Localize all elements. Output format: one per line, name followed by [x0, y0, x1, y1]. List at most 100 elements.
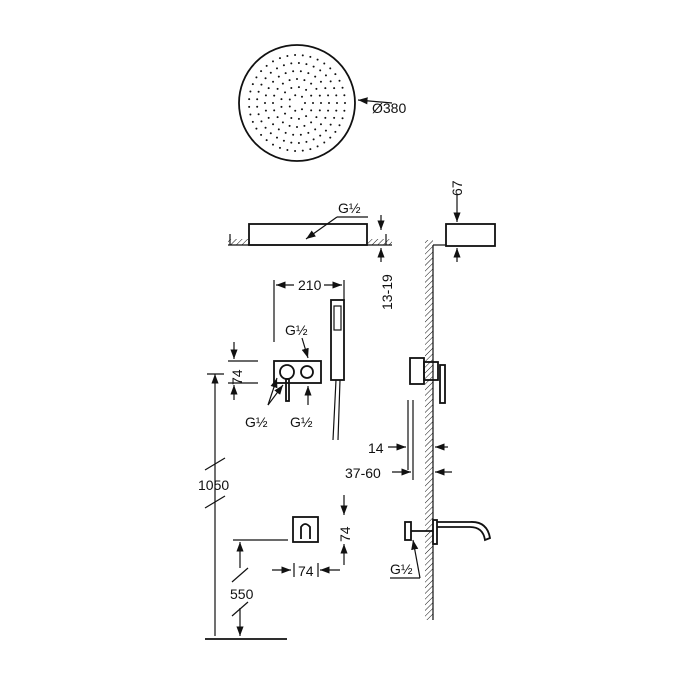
wall-offset-range-label: 37-60	[345, 465, 381, 481]
nozzle-dot	[327, 94, 330, 97]
nozzle-dot	[299, 70, 302, 73]
mixer-height-label: 74	[229, 369, 245, 385]
nozzle-dot	[264, 102, 266, 104]
nozzle-dot	[323, 141, 326, 144]
nozzle-dot	[319, 134, 322, 137]
nozzle-dot	[255, 76, 258, 79]
spout-connection-label: G½	[390, 561, 413, 577]
nozzle-dot	[324, 116, 327, 119]
nozzle-dot	[257, 113, 260, 116]
nozzle-dot	[299, 133, 302, 136]
mixer-plate-side	[423, 361, 439, 381]
nozzle-dot	[328, 102, 330, 104]
nozzle-dot	[282, 64, 285, 67]
spout-valve	[404, 521, 412, 541]
nozzle-dot	[334, 130, 337, 133]
nozzle-dot	[329, 136, 332, 139]
nozzle-dot	[272, 60, 274, 63]
nozzle-dot	[312, 65, 315, 68]
nozzle-dot	[303, 79, 306, 82]
nozzle-dot	[310, 94, 313, 97]
nozzle-dot	[251, 120, 254, 123]
mixer-inlet-right-label: G½	[290, 414, 313, 430]
nozzle-dot	[276, 116, 279, 119]
nozzle-dot	[290, 87, 293, 90]
nozzle-dot	[267, 87, 270, 90]
nozzle-dot	[318, 94, 321, 97]
nozzle-dot	[269, 132, 272, 135]
nozzle-dot	[288, 124, 291, 127]
diameter-label: Ø380	[372, 100, 406, 116]
nozzle-dot	[344, 102, 346, 104]
nozzle-dot	[284, 72, 287, 75]
nozzle-dot	[296, 78, 298, 80]
nozzle-dot	[312, 102, 314, 104]
nozzle-dot	[264, 77, 267, 80]
nozzle-dot	[301, 149, 304, 152]
nozzle-dot	[281, 82, 284, 85]
mixer-outlet-top-label: G½	[285, 322, 308, 338]
nozzle-dot	[304, 102, 306, 104]
overhead-shower-side	[445, 223, 496, 247]
nozzle-dot	[276, 87, 279, 90]
nozzle-dot	[256, 105, 259, 108]
nozzle-dot	[303, 124, 306, 127]
spout	[437, 521, 492, 542]
nozzle-dot	[329, 123, 332, 126]
nozzle-dot	[314, 128, 317, 131]
nozzle-dot	[257, 90, 260, 93]
hand-shower	[330, 299, 345, 381]
nozzle-dot	[256, 98, 259, 101]
nozzle-dot	[315, 87, 318, 90]
nozzle-dot	[294, 109, 297, 112]
nozzle-dot	[292, 70, 295, 73]
nozzle-dot	[248, 105, 251, 108]
mixer-handle	[279, 364, 295, 380]
inlet-leader-1	[267, 377, 278, 406]
nozzle-dot	[272, 102, 274, 104]
nozzle-dot	[305, 88, 308, 91]
nozzle-dot	[267, 116, 270, 119]
nozzle-dot	[278, 146, 281, 149]
shower-head-section: G½ 13-19	[228, 200, 395, 310]
nozzle-dot	[284, 131, 287, 134]
mixer-body-side	[409, 357, 425, 385]
nozzle-dot	[264, 94, 267, 97]
nozzle-dot	[269, 71, 272, 74]
nozzle-dot	[272, 143, 274, 146]
nozzle-dot	[315, 116, 318, 119]
mixer-front-view: 210 G½ 74 G½ G½ 1050	[198, 277, 345, 636]
nozzle-dot	[316, 58, 319, 61]
shower-head-outline	[238, 44, 356, 162]
spout-rosette	[432, 519, 438, 545]
nozzle-dot	[341, 117, 344, 120]
nozzle-dot	[319, 123, 322, 126]
nozzle-dot	[343, 109, 346, 112]
break-mark-2	[204, 495, 226, 509]
nozzle-dot	[282, 139, 285, 142]
nozzle-dot	[334, 73, 337, 76]
nozzle-dot	[297, 141, 300, 144]
break-mark-1	[204, 457, 226, 471]
break-mark-3	[231, 567, 249, 583]
nozzle-dot	[277, 128, 280, 131]
nozzle-dot	[288, 79, 291, 82]
connection-leader	[305, 216, 338, 240]
nozzle-dot	[294, 54, 297, 57]
nozzle-dot	[333, 116, 336, 119]
nozzle-dot	[327, 109, 330, 112]
wall-hatch	[425, 240, 433, 620]
spout-connection-leader	[411, 539, 421, 579]
shower-hose	[332, 379, 341, 441]
nozzle-dot	[260, 133, 263, 136]
nozzle-dot	[305, 115, 308, 118]
wall-offset-small-label: 14	[368, 440, 384, 456]
nozzle-dot	[336, 102, 338, 104]
nozzle-dot	[310, 109, 313, 112]
nozzle-dot	[273, 109, 276, 112]
nozzle-dot	[260, 70, 263, 73]
nozzle-dot	[264, 109, 267, 112]
mixer-width-label: 210	[298, 277, 322, 293]
